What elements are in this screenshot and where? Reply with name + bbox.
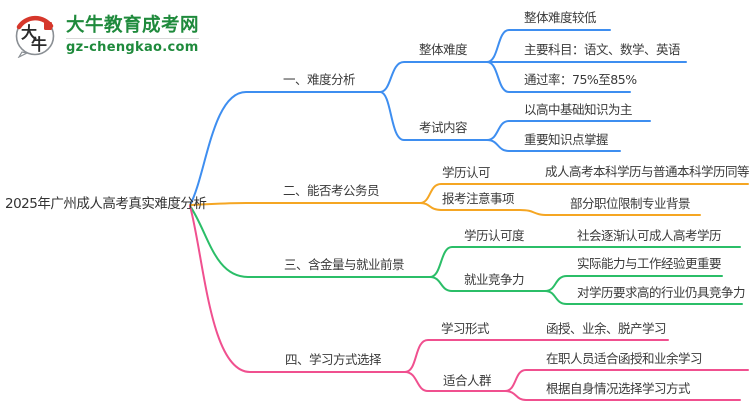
branch-4-child-1-node: 学习形式 — [441, 321, 490, 336]
branch-2-connectors — [189, 183, 749, 216]
connector-line — [404, 371, 506, 392]
branch-3-child-2-leaf-2: 对学历要求高的行业仍具竞争力 — [577, 285, 746, 300]
connector-line — [486, 29, 611, 63]
branch-4-child-2-leaf-2: 根据自身情况选择学习方式 — [546, 381, 691, 396]
site-logo: 大 牛 大牛教育成考网 gz-chengkao.com — [12, 11, 200, 58]
site-name: 大牛教育成考网 — [66, 14, 200, 36]
connector-line — [379, 61, 488, 93]
site-domain: gz-chengkao.com — [66, 39, 199, 55]
branch-3-child-2-leaf-1: 实际能力与工作经验更重要 — [577, 256, 722, 271]
branch-3-child-2-node: 就业竞争力 — [464, 272, 525, 287]
logo-text-block: 大牛教育成考网 gz-chengkao.com — [66, 14, 200, 55]
branch-1-child-1-leaf-2: 主要科目：语文、数学、英语 — [524, 42, 681, 57]
logo-red-seal — [44, 22, 52, 30]
connector-line — [544, 290, 743, 305]
daniu-logo-icon: 大 牛 — [15, 15, 55, 58]
branch-1-child-1-leaf-1: 整体难度较低 — [524, 10, 597, 25]
connector-line — [189, 202, 421, 206]
branch-4-child-1-leaf-1: 函授、业余、脱产学习 — [546, 321, 667, 336]
branch-1-child-2-leaf-1: 以高中基础知识为主 — [524, 102, 633, 117]
branch-2-child-1-leaf-1: 成人高考本科学历与普通本科学历同等 — [545, 164, 750, 179]
branch-1-child-1-node: 整体难度 — [419, 42, 468, 57]
connector-line — [419, 202, 701, 216]
branch-2-node: 二、能否考公务员 — [283, 183, 380, 198]
branch-1-connectors — [189, 29, 687, 206]
mindmap-root-node: 2025年广州成人高考真实难度分析 — [5, 196, 207, 212]
branch-1-child-2-leaf-2: 重要知识点掌握 — [524, 132, 609, 147]
branch-3-child-1-node: 学历认可度 — [464, 228, 525, 243]
logo-char-niu: 牛 — [31, 35, 47, 54]
logo-bubble-tail — [17, 51, 29, 58]
connector-line — [504, 390, 741, 401]
branch-1-child-1-leaf-3: 通过率：75%至85% — [524, 72, 637, 87]
branch-2-child-2-leaf-1: 部分职位限制专业背景 — [570, 196, 691, 211]
branch-3-child-1-leaf-1: 社会逐渐认可成人高考学历 — [577, 228, 722, 243]
branch-4-connectors — [189, 205, 749, 401]
connector-line — [404, 339, 669, 373]
branch-3-connectors — [189, 205, 743, 305]
branch-2-child-2-node: 报考注意事项 — [442, 191, 515, 206]
branch-1-node: 一、难度分析 — [283, 72, 356, 87]
logo-char-da: 大 — [21, 23, 37, 42]
connector-line — [189, 205, 431, 278]
connector-line — [429, 276, 546, 292]
branch-2-child-1-node: 学历认可 — [442, 165, 491, 180]
branch-4-node: 四、学习方式选择 — [285, 352, 382, 367]
connector-line — [189, 205, 406, 373]
connector-line — [486, 139, 621, 152]
logo-divider — [66, 37, 200, 39]
connector-line — [486, 61, 631, 93]
branch-1-child-2-node: 考试内容 — [419, 120, 468, 135]
branch-4-child-2-node: 适合人群 — [443, 373, 492, 388]
connector-line — [189, 91, 381, 206]
connector-line — [429, 246, 741, 278]
branch-4-child-2-leaf-1: 在职人员适合函授和业余学习 — [546, 351, 703, 366]
branch-3-node: 三、含金量与就业前景 — [284, 257, 405, 272]
connector-line — [504, 369, 749, 392]
connector-line — [379, 91, 488, 141]
